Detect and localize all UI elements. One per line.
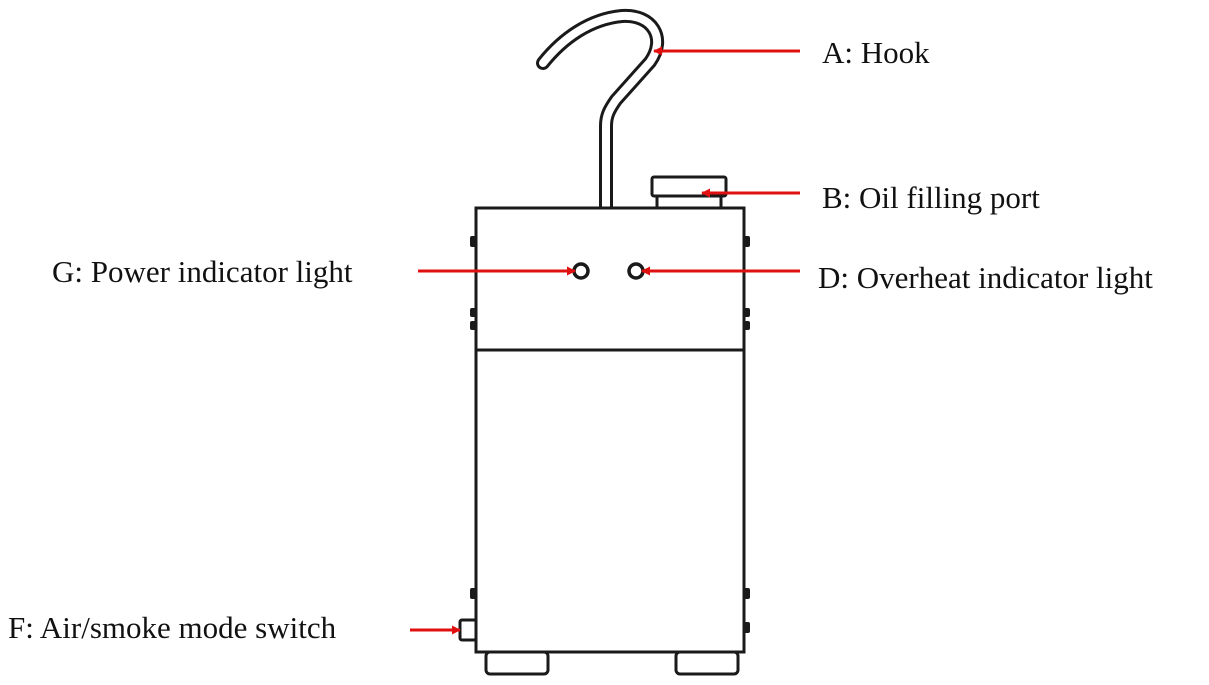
body-upper xyxy=(474,206,746,352)
label-oil-filling-port: B: Oil filling port xyxy=(822,180,1040,215)
oil-filling-port xyxy=(650,175,728,211)
air-smoke-mode-switch xyxy=(458,618,478,642)
body-lower xyxy=(474,348,746,654)
side-fasteners xyxy=(470,236,750,633)
hook xyxy=(536,8,665,215)
label-hook: A: Hook xyxy=(822,35,930,70)
power-indicator-light xyxy=(572,262,590,280)
feet xyxy=(484,650,740,676)
overheat-indicator-light xyxy=(627,262,645,280)
label-mode-switch: F: Air/smoke mode switch xyxy=(8,610,337,645)
label-power-indicator: G: Power indicator light xyxy=(52,254,353,289)
callout-arrows xyxy=(410,46,800,635)
label-overheat-indicator: D: Overheat indicator light xyxy=(818,260,1153,295)
